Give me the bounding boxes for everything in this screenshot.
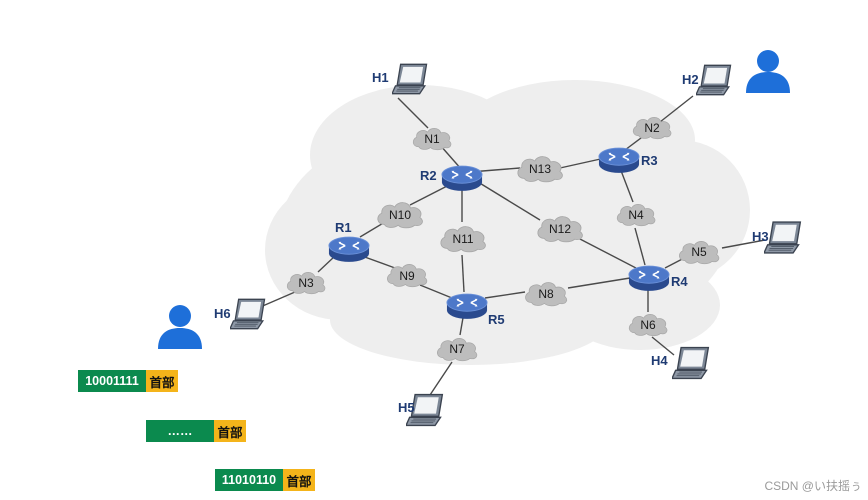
laptop-icon [672,346,710,380]
laptop-icon [764,221,802,254]
network-n6: N6 [628,313,668,337]
network-n8-label: N8 [538,287,554,301]
laptop-icon [696,64,732,96]
link-r1-n9 [361,255,396,269]
network-n6-label: N6 [640,318,656,332]
packet-bits: 10001111 [78,370,146,392]
router-r3[interactable]: R3 [598,147,658,174]
router-r1-label: R1 [335,220,352,235]
network-n9-label: N9 [399,269,415,283]
router-r2-label: R2 [420,168,437,183]
link-n8-r4 [567,277,631,289]
watermark: CSDN @い扶摇ぅ [764,479,862,493]
network-n4: N4 [616,203,656,227]
router-r3-label: R3 [641,153,658,168]
network-n10-label: N10 [389,208,411,222]
router-r2[interactable]: R2 [420,165,483,192]
network-n10: N10 [377,202,423,229]
router-icon [328,236,370,263]
network-n12-label: N12 [549,222,571,236]
link-n5-h3 [721,239,766,249]
router-r5-label: R5 [488,312,505,327]
router-r4-label: R4 [671,274,688,289]
network-n5: N5 [678,241,720,265]
packet-3: 11010110 首部 [215,469,315,491]
link-r1-n3 [317,255,336,273]
link-n12-r4 [577,237,637,269]
host-h3[interactable]: H3 [752,221,802,254]
network-clouds: N1 N2 N3 N4 N5 N6 N7 N8 N9 N10 N11 N12 N… [286,116,720,362]
link-n13-r3 [559,157,606,169]
network-n3: N3 [286,271,326,295]
network-n1: N1 [412,127,452,151]
host-h5[interactable]: H5 [398,393,444,427]
link-n9-r5 [419,284,453,299]
link-n10-r1 [359,221,386,238]
network-n3-label: N3 [298,276,314,290]
host-h1[interactable]: H1 [372,63,428,95]
packet-header: 首部 [283,469,315,491]
user-icon [746,50,790,93]
network-n11: N11 [440,226,486,253]
link-r2-n12 [477,181,541,221]
network-n2: N2 [632,116,672,140]
laptop-icon [230,298,266,330]
link-h1-n1 [397,97,429,129]
network-n12: N12 [537,216,583,243]
router-r4[interactable]: R4 [628,265,688,292]
routers: R1 R2 R3 R4 R5 [328,147,688,327]
router-icon [446,293,488,320]
router-r5[interactable]: R5 [446,293,505,327]
network-n5-label: N5 [691,245,707,259]
host-h5-label: H5 [398,400,415,415]
network-n13-label: N13 [529,162,551,176]
link-n11-r5 [461,254,465,293]
host-h6[interactable]: H6 [214,298,266,330]
laptop-icon [392,63,428,95]
link-h2-n2 [659,95,694,123]
host-h1-label: H1 [372,70,389,85]
link-r5-n8 [484,291,526,299]
packet-bits: …… [146,420,214,442]
network-n9: N9 [386,264,428,288]
router-r1[interactable]: R1 [328,220,370,263]
link-n7-h5 [429,361,453,396]
router-icon [628,265,670,292]
user-icon [158,305,202,349]
network-n11-label: N11 [452,232,473,246]
packet-bits: 11010110 [215,469,283,491]
network-n13: N13 [517,156,563,183]
link-n6-h4 [651,336,675,356]
host-h4[interactable]: H4 [651,346,710,380]
hosts: H1 H2 H3 H4 H5 H6 [214,63,802,427]
network-n8: N8 [525,282,568,307]
host-h2-label: H2 [682,72,699,87]
host-h3-label: H3 [752,229,769,244]
host-h6-label: H6 [214,306,231,321]
router-icon [598,147,640,174]
packet-header: 首部 [214,420,246,442]
packet-header: 首部 [146,370,178,392]
link-r3-n4 [619,167,634,203]
link-n4-r4 [634,227,646,266]
router-icon [441,165,483,192]
host-h2[interactable]: H2 [682,64,732,96]
network-n2-label: N2 [644,121,660,135]
network-n1-label: N1 [424,132,440,146]
network-n4-label: N4 [628,208,644,222]
network-n7: N7 [436,338,478,362]
packet-1: 10001111 首部 [78,370,178,392]
network-n7-label: N7 [449,342,465,356]
packet-2: …… 首部 [146,420,246,442]
host-h4-label: H4 [651,353,668,368]
